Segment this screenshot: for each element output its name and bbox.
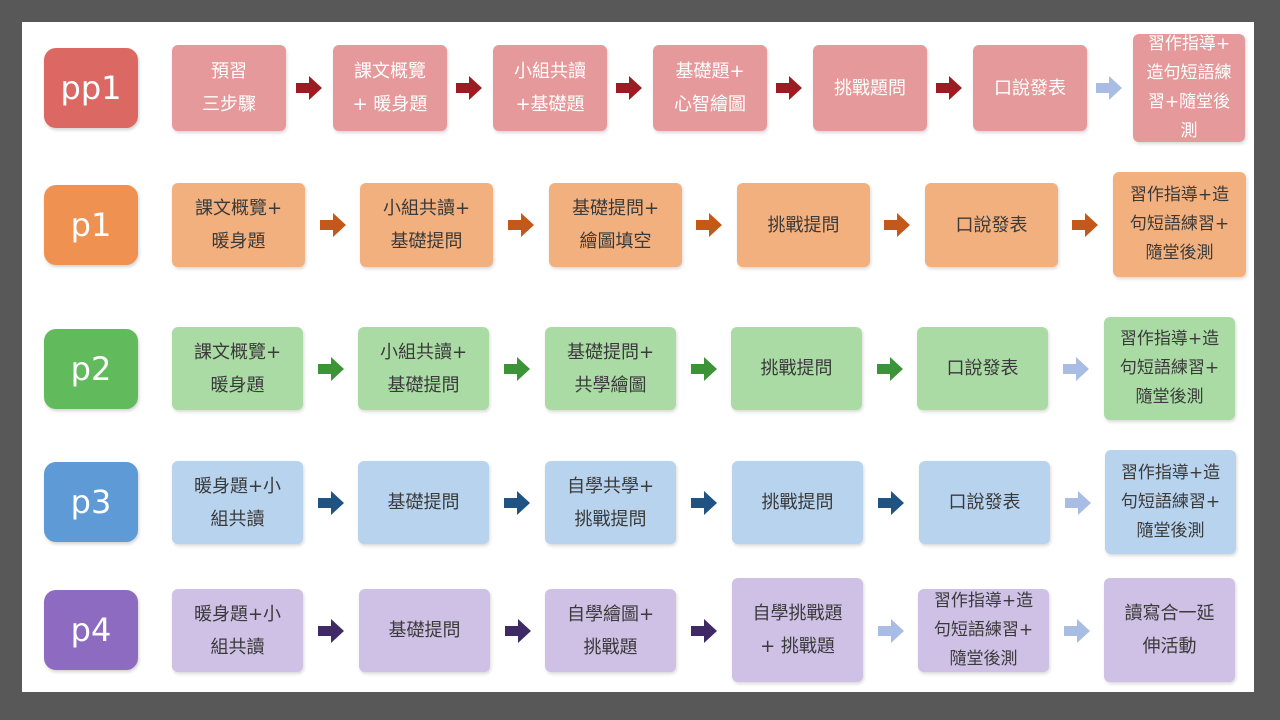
step-box: 小組共讀+ 基礎提問 <box>358 327 489 410</box>
step-box: 習作指導+ 造句短語練 習+隨堂後 測 <box>1133 34 1245 142</box>
step-box: 基礎提問 <box>358 461 489 544</box>
arrow-right-icon <box>508 212 534 238</box>
step-box: 口說發表 <box>925 183 1058 267</box>
arrow-right-icon <box>1065 490 1091 516</box>
step-box: 課文概覽+ 暖身題 <box>172 327 303 410</box>
step-box: 小組共讀+ 基礎提問 <box>360 183 493 267</box>
step-box: 課文概覽 + 暖身題 <box>333 45 447 131</box>
arrow-right-icon <box>318 618 344 644</box>
step-box: 預習 三步驟 <box>172 45 286 131</box>
step-box: 課文概覽+ 暖身題 <box>172 183 305 267</box>
arrow-right-icon <box>776 75 802 101</box>
arrow-right-icon <box>878 490 904 516</box>
step-box: 基礎提問+ 繪圖填空 <box>549 183 682 267</box>
step-box: 習作指導+造 句短語練習+ 隨堂後測 <box>1105 450 1236 554</box>
step-box: 自學共學+ 挑戰提問 <box>545 461 676 544</box>
arrow-right-icon <box>505 618 531 644</box>
arrow-right-icon <box>1096 75 1122 101</box>
step-box: 基礎題+ 心智繪圖 <box>653 45 767 131</box>
step-box: 習作指導+造 句短語練習+ 隨堂後測 <box>1104 317 1235 420</box>
diagram-canvas: pp1 預習 三步驟 課文概覽 + 暖身題 小組共讀 +基礎題 基礎題+ 心智繪… <box>22 22 1254 692</box>
step-box: 讀寫合一延 伸活動 <box>1104 578 1235 682</box>
arrow-right-icon <box>504 490 530 516</box>
row-label-p4: p4 <box>44 590 138 670</box>
step-box: 口說發表 <box>919 461 1050 544</box>
step-box: 暖身題+小 組共讀 <box>172 461 303 544</box>
arrow-right-icon <box>318 356 344 382</box>
step-box: 習作指導+造 句短語練習+ 隨堂後測 <box>918 589 1049 672</box>
step-box: 小組共讀 +基礎題 <box>493 45 607 131</box>
step-box: 挑戰題問 <box>813 45 927 131</box>
row-label-p1: p1 <box>44 185 138 265</box>
arrow-right-icon <box>691 490 717 516</box>
arrow-right-icon <box>318 490 344 516</box>
arrow-right-icon <box>878 618 904 644</box>
step-box: 自學挑戰題 + 挑戰題 <box>732 578 863 682</box>
step-box: 挑戰提問 <box>732 461 863 544</box>
step-box: 挑戰提問 <box>731 327 862 410</box>
step-box: 習作指導+造 句短語練習+ 隨堂後測 <box>1113 172 1246 277</box>
step-box: 基礎提問+ 共學繪圖 <box>545 327 676 410</box>
arrow-right-icon <box>1064 618 1090 644</box>
arrow-right-icon <box>691 356 717 382</box>
step-box: 基礎提問 <box>359 589 490 672</box>
row-label-p2: p2 <box>44 329 138 409</box>
arrow-right-icon <box>616 75 642 101</box>
arrow-right-icon <box>877 356 903 382</box>
arrow-right-icon <box>456 75 482 101</box>
arrow-right-icon <box>936 75 962 101</box>
step-box: 挑戰提問 <box>737 183 870 267</box>
arrow-right-icon <box>504 356 530 382</box>
arrow-right-icon <box>691 618 717 644</box>
step-box: 自學繪圖+ 挑戰題 <box>545 589 676 672</box>
step-box: 暖身題+小 組共讀 <box>172 589 303 672</box>
arrow-right-icon <box>1063 356 1089 382</box>
step-box: 口說發表 <box>917 327 1048 410</box>
arrow-right-icon <box>320 212 346 238</box>
arrow-right-icon <box>296 75 322 101</box>
arrow-right-icon <box>884 212 910 238</box>
arrow-right-icon <box>696 212 722 238</box>
arrow-right-icon <box>1072 212 1098 238</box>
row-label-pp1: pp1 <box>44 48 138 128</box>
step-box: 口說發表 <box>973 45 1087 131</box>
row-label-p3: p3 <box>44 462 138 542</box>
